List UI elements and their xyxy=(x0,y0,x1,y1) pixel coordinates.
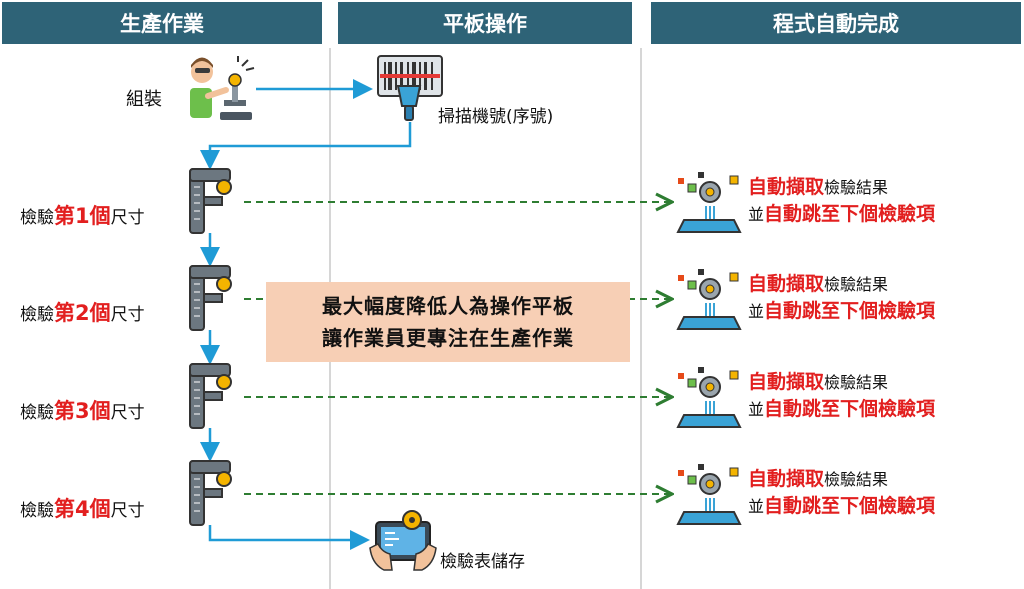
inspection-prefix: 檢驗 xyxy=(20,208,54,228)
inspection-label-2: 檢驗第2個尺寸 xyxy=(20,302,145,326)
and-text: 並 xyxy=(748,302,765,321)
inspection-label-1: 檢驗第1個尺寸 xyxy=(20,205,145,229)
arrow-inspect4-to-save xyxy=(208,525,370,550)
inspection-label-4: 檢驗第4個尺寸 xyxy=(20,498,145,522)
automation-gear-icon xyxy=(676,367,742,428)
inspection-prefix: 檢驗 xyxy=(20,403,54,423)
inspection-suffix: 尺寸 xyxy=(110,208,145,228)
column-divider-2 xyxy=(640,48,642,589)
auto-jump-text: 自動跳至下個檢驗項 xyxy=(764,398,936,420)
automation-gear-icon xyxy=(676,269,742,330)
auto-result-3: 自動擷取檢驗結果 並自動跳至下個檢驗項 xyxy=(748,369,935,423)
header-auto: 程式自動完成 xyxy=(651,2,1021,44)
arrow-scan-to-inspect1 xyxy=(200,122,412,170)
inspection-result-text: 檢驗結果 xyxy=(824,373,889,392)
and-text: 並 xyxy=(748,400,765,419)
caliper-icon xyxy=(189,363,232,429)
inspection-step: 第2個 xyxy=(54,301,111,325)
save-label: 檢驗表儲存 xyxy=(440,552,525,572)
inspection-suffix: 尺寸 xyxy=(110,501,145,521)
inspection-label-3: 檢驗第3個尺寸 xyxy=(20,400,145,424)
auto-capture-text: 自動擷取 xyxy=(748,273,825,295)
assemble-label: 組裝 xyxy=(126,89,162,110)
note-line: 最大幅度降低人為操作平板 xyxy=(322,294,574,318)
note-box: 最大幅度降低人為操作平板 讓作業員更專注在生產作業 xyxy=(266,282,630,362)
auto-capture-text: 自動擷取 xyxy=(748,176,825,198)
inspection-step: 第4個 xyxy=(54,497,111,521)
inspection-step: 第1個 xyxy=(54,204,111,228)
auto-jump-text: 自動跳至下個檢驗項 xyxy=(764,203,936,225)
auto-result-4: 自動擷取檢驗結果 並自動跳至下個檢驗項 xyxy=(748,466,935,520)
barcode-scanner-icon xyxy=(377,55,443,121)
inspection-prefix: 檢驗 xyxy=(20,501,54,521)
header-production: 生產作業 xyxy=(2,2,322,44)
caliper-icon xyxy=(189,460,232,526)
header-tablet: 平板操作 xyxy=(338,2,632,44)
inspection-result-text: 檢驗結果 xyxy=(824,178,889,197)
auto-jump-text: 自動跳至下個檢驗項 xyxy=(764,300,936,322)
auto-result-2: 自動擷取檢驗結果 並自動跳至下個檢驗項 xyxy=(748,271,935,325)
caliper-icon xyxy=(189,168,232,234)
and-text: 並 xyxy=(748,497,765,516)
scan-label: 掃描機號(序號) xyxy=(438,107,554,127)
automation-gear-icon xyxy=(676,464,742,525)
inspection-result-text: 檢驗結果 xyxy=(824,275,889,294)
note-line: 讓作業員更專注在生產作業 xyxy=(322,326,574,350)
inspection-suffix: 尺寸 xyxy=(110,305,145,325)
auto-jump-text: 自動跳至下個檢驗項 xyxy=(764,495,936,517)
inspection-step: 第3個 xyxy=(54,399,111,423)
inspection-result-text: 檢驗結果 xyxy=(824,470,889,489)
assembly-worker-icon xyxy=(190,56,255,120)
caliper-icon xyxy=(189,265,232,331)
inspection-prefix: 檢驗 xyxy=(20,305,54,325)
tablet-gear-icon xyxy=(369,510,437,571)
auto-capture-text: 自動擷取 xyxy=(748,371,825,393)
and-text: 並 xyxy=(748,205,765,224)
auto-capture-text: 自動擷取 xyxy=(748,468,825,490)
automation-gear-icon xyxy=(676,172,742,233)
inspection-suffix: 尺寸 xyxy=(110,403,145,423)
auto-result-1: 自動擷取檢驗結果 並自動跳至下個檢驗項 xyxy=(748,174,935,228)
